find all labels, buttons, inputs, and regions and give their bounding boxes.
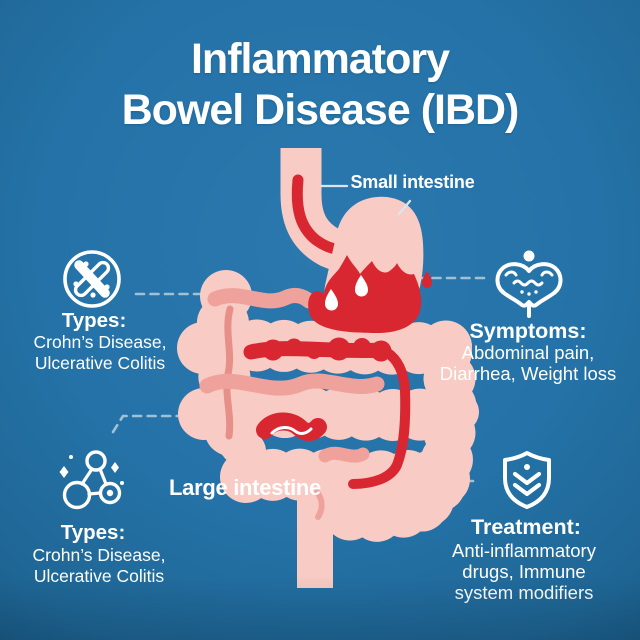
title-line-2: Bowel Disease (IBD)	[121, 86, 520, 134]
types-bottom-line-1: Crohn’s Disease,	[32, 545, 166, 565]
symptoms-line-2: Diarrhea, Weight loss	[439, 363, 617, 384]
upset-stomach-icon	[495, 250, 563, 318]
small-intestine-label: Small intestine	[350, 172, 475, 192]
inflammation-marks	[243, 337, 411, 489]
esophagus-stomach-shape	[280, 148, 432, 336]
types-bottom-line-2: Ulcerative Colitis	[33, 566, 165, 586]
label-leader-lines	[319, 184, 412, 216]
title-line-1: Inflammatory	[190, 35, 450, 83]
types-top-line-2: Ulcerative Colitis	[34, 353, 166, 373]
treatment-line-2: drugs, Immune	[462, 561, 586, 582]
infographic-title: Inflammatory Bowel Disease (IBD)	[0, 34, 640, 136]
treatment-line-1: Anti-inflammatory	[452, 540, 596, 561]
treatment-heading: Treatment:	[471, 515, 581, 539]
types-top-heading: Types:	[61, 309, 127, 332]
small-intestine-coils	[199, 287, 385, 463]
treatment-line-3: system modifiers	[454, 582, 594, 603]
symptoms-line-1: Abdominal pain,	[461, 342, 595, 363]
large-intestine-shape	[177, 270, 485, 588]
molecule-icon	[59, 450, 124, 510]
types-bottom-heading: Types:	[60, 521, 126, 544]
types-top-line-1: Crohn’s Disease,	[33, 332, 167, 352]
shield-check-icon	[503, 451, 551, 509]
large-intestine-label: Large intestine	[169, 475, 321, 500]
symptoms-heading: Symptoms:	[469, 319, 587, 343]
crossed-pills-icon	[63, 250, 121, 308]
